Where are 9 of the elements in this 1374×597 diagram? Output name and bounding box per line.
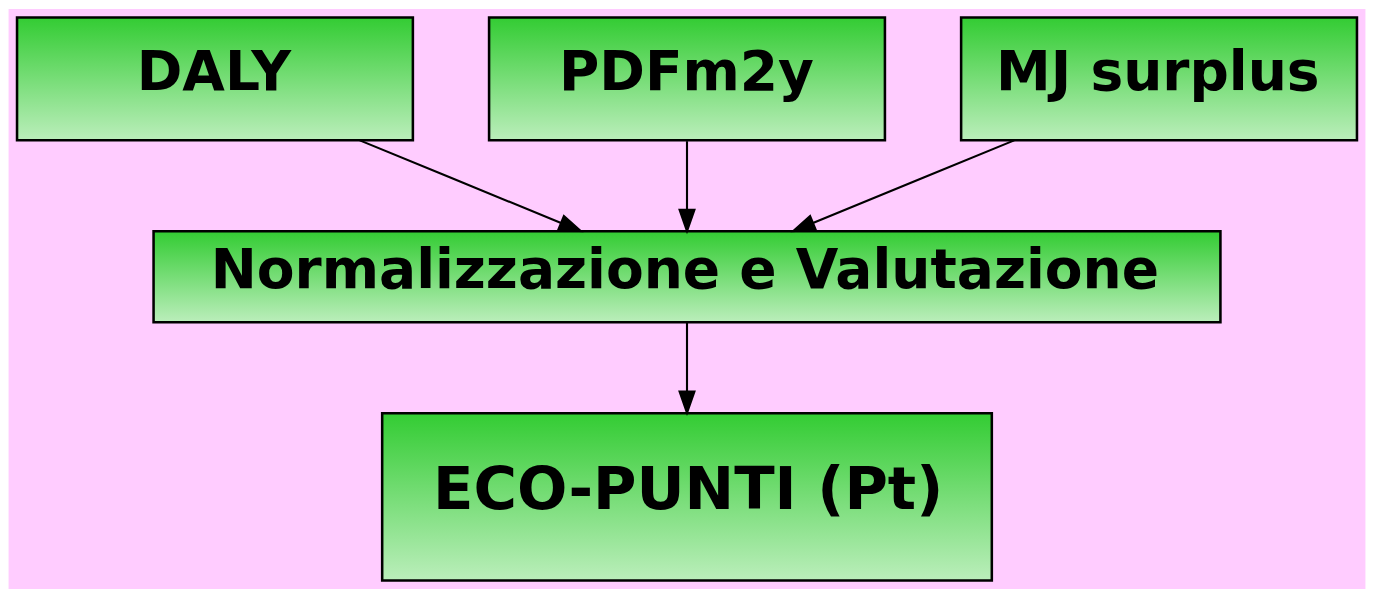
arrow [790, 138, 1015, 232]
node-box: MJ surplus [959, 15, 1359, 141]
node-box: Normalizzazione e Valutazione [152, 229, 1222, 324]
node-box: PDFm2y [487, 15, 887, 141]
arrow [678, 322, 696, 416]
node-box: ECO-PUNTI (Pt) [380, 411, 994, 582]
arrow [678, 140, 696, 234]
node-box: DALY [15, 15, 415, 141]
arrow [359, 138, 584, 232]
